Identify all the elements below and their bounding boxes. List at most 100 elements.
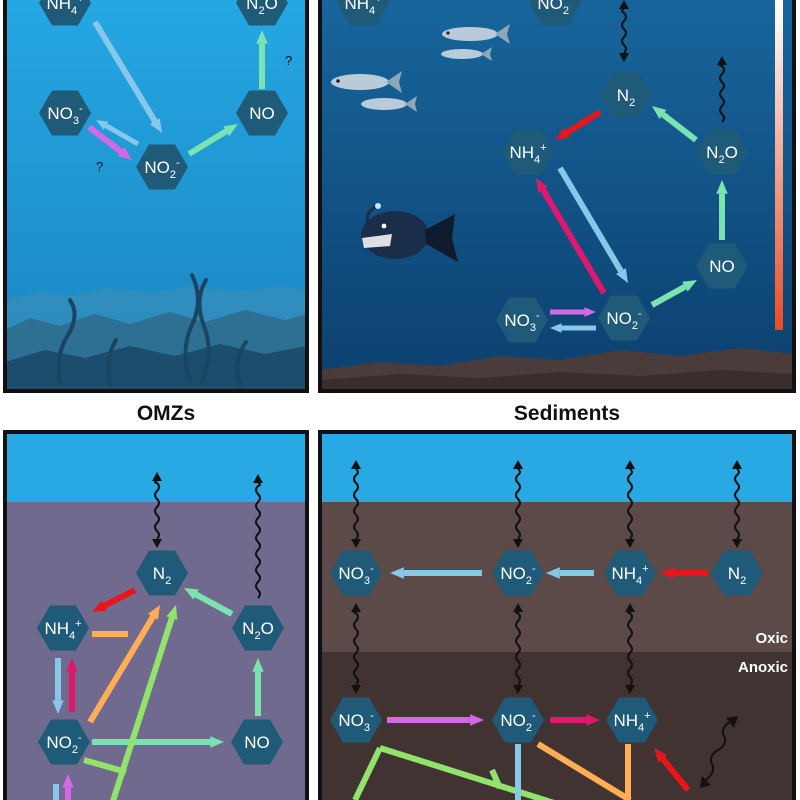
arrow-no2-to-nh4 (550, 714, 600, 726)
species-label-sub: 4 (534, 154, 540, 166)
species-label-sub: 4 (69, 630, 75, 642)
species-label-sub: 2 (629, 97, 635, 109)
species-label: N2O (706, 143, 738, 166)
species-label-base: NO (47, 104, 73, 123)
species-label-sup: - (638, 308, 642, 320)
species-label: N2 (728, 564, 746, 587)
species-label: NH4+ (613, 710, 650, 734)
species-label: NH4+ (344, 0, 381, 17)
species-label: N2 (617, 86, 635, 109)
species-label-base: NH (613, 711, 638, 730)
arrow-no2-to-nh4 (66, 658, 78, 712)
surface-seaweed (56, 273, 248, 386)
species-label-base: N (728, 564, 740, 583)
arrow-n2-to-nh4 (660, 567, 708, 579)
species-label-sub: 3 (530, 322, 536, 334)
species-label-base: NO (249, 104, 275, 123)
omz-node-n2o: N2O (232, 605, 284, 651)
species-label-base: NH (509, 143, 534, 162)
omz-node-no: NO (231, 719, 283, 765)
omz-node-n2: N2 (136, 550, 188, 596)
species-label-sup: - (176, 157, 180, 169)
surface-seafloor (5, 286, 307, 391)
panel-sediments-background (320, 432, 794, 800)
species-label-sup: - (370, 710, 374, 722)
arrow-anammox-to-n2 (87, 605, 160, 724)
omz-panel-title: OMZs (137, 402, 195, 425)
species-label-base: NO (144, 158, 170, 177)
arrow-no-to-n2o (256, 30, 268, 89)
surface-node-n2o: N2O (236, 0, 288, 26)
arrow-no2-to-no3 (550, 323, 596, 333)
question-mark-no2: ? (96, 159, 103, 174)
species-label-tail: O (265, 0, 278, 13)
exchange-sed-mid-2 (625, 603, 635, 694)
species-label: NO2- (500, 563, 536, 587)
oxic-label: Oxic (755, 630, 788, 647)
species-label-tail: O (261, 619, 274, 638)
species-label-sub: 3 (364, 722, 370, 734)
species-label-base: N (706, 143, 718, 162)
arrow-n2-to-nh4 (92, 587, 137, 612)
species-label-sup: - (569, 0, 573, 5)
species-nodes: NH4+N2ONO3-NO2-NONH4+NO2-N2NH4+N2ONONO3-… (37, 0, 763, 765)
deep-node-nh4: NH4+ (337, 0, 389, 26)
species-label-sub: 2 (632, 320, 638, 332)
exchange-deep-n2o (717, 56, 727, 123)
sediments-node-n2_top: N2 (711, 550, 763, 596)
species-label-sub: 4 (638, 722, 644, 734)
deep-node-no2: NO2- (598, 295, 650, 341)
species-label-sub: 2 (170, 169, 176, 181)
species-label-sub: 2 (526, 722, 532, 734)
question-mark-n2o: ? (285, 53, 292, 68)
species-label-sup: - (370, 563, 374, 575)
exchange-arrows (152, 0, 742, 788)
species-label-base: NO (504, 311, 530, 330)
species-label-base: NH (611, 564, 636, 583)
deep-node-no3: NO3- (496, 297, 548, 343)
species-label: N2O (246, 0, 278, 17)
species-label-base: NO (537, 0, 563, 13)
exchange-deep-surface (619, 0, 629, 62)
species-label-base: NO (500, 711, 526, 730)
species-label: NO (709, 257, 735, 276)
species-label: NH4+ (44, 618, 81, 642)
deep-node-no: NO (696, 243, 748, 289)
arrow-nh4-to-no2 (557, 166, 628, 283)
sediments-node-no2_top: NO2- (492, 550, 544, 596)
exchange-sed-top-2 (625, 460, 635, 548)
species-label: N2 (153, 564, 171, 587)
species-label-sub: 3 (73, 115, 79, 127)
species-label: NO2- (537, 0, 573, 17)
species-label-base: NO (500, 564, 526, 583)
exchange-sed-top-3 (732, 460, 742, 548)
species-label-sub: 2 (258, 5, 264, 17)
exchange-omz-n2 (152, 472, 162, 548)
surface-node-no: NO (236, 90, 288, 136)
species-label-sup: + (375, 0, 381, 5)
species-label: NO3- (504, 310, 540, 334)
sed-orange-a (536, 741, 632, 800)
exchange-sed-top-1 (513, 460, 523, 548)
species-label: NO2- (46, 732, 82, 756)
exchange-sed-mid-0 (351, 603, 361, 694)
species-label: NO (249, 104, 275, 123)
omz-node-no2: NO2- (38, 719, 90, 765)
species-label-base: N (153, 564, 165, 583)
species-label-sup: - (536, 310, 540, 322)
arrow-nh4-to-no2 (52, 658, 64, 714)
species-label-base: NH (344, 0, 369, 13)
arrow-no3-to-no2-omz (62, 774, 74, 800)
species-label: NO3- (338, 563, 374, 587)
species-label-sub: 2 (165, 575, 171, 587)
species-label: NO2- (606, 308, 642, 332)
species-label-sub: 4 (636, 575, 642, 587)
surface-node-no2: NO2- (136, 144, 188, 190)
sed-green-branch-b (489, 768, 503, 790)
arrow-no3-to-no2 (87, 124, 132, 160)
omz-node-nh4: NH4+ (37, 605, 89, 651)
exchange-sed-top-0 (351, 460, 361, 548)
species-label-sup: + (77, 0, 83, 5)
arrow-no3-to-no2 (550, 307, 596, 317)
